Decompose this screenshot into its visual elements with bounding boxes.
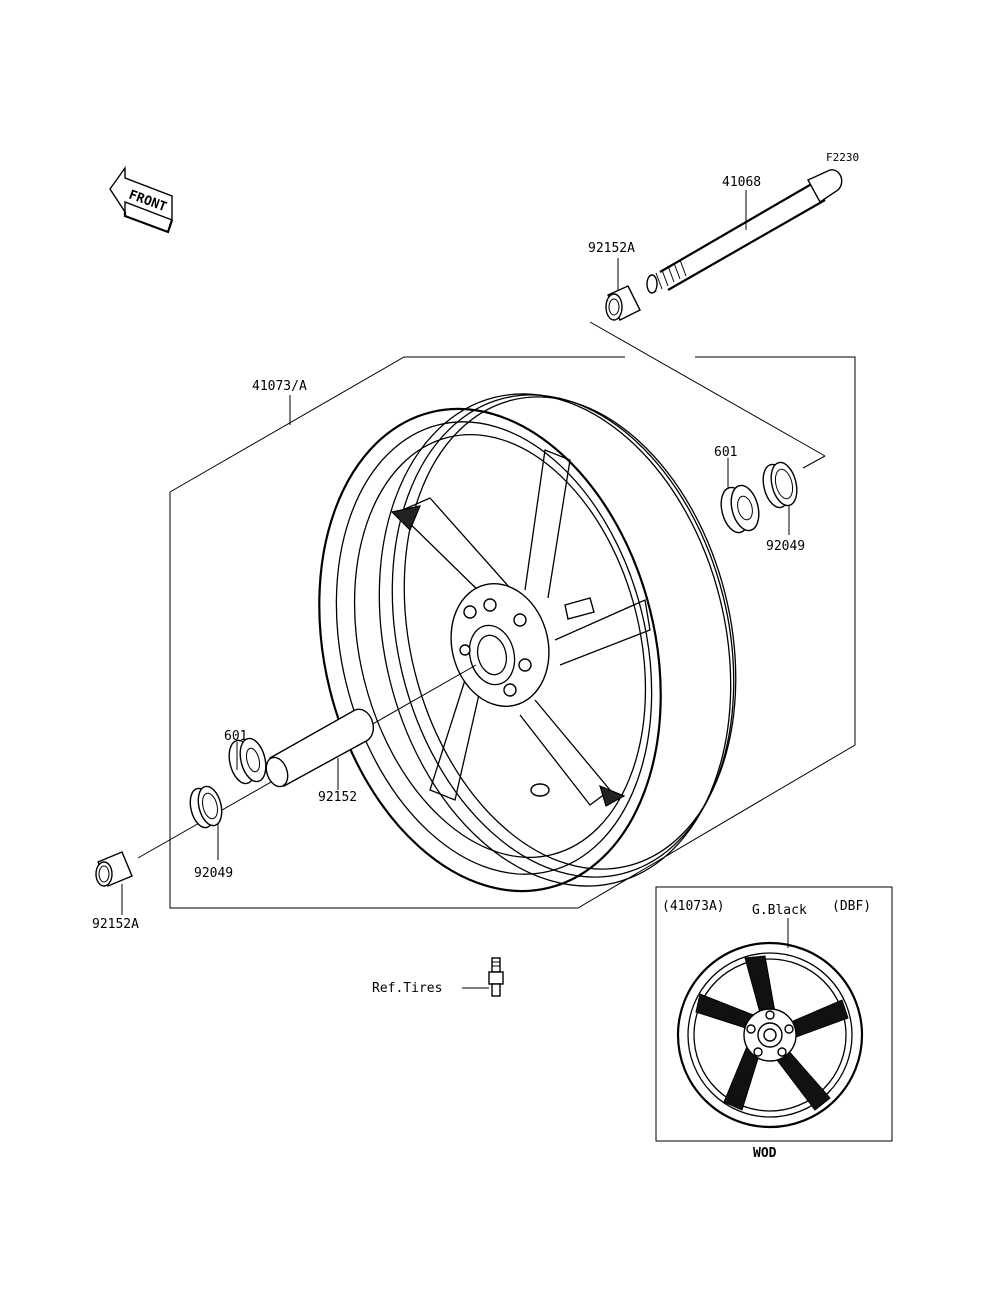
figure-code: F2230 [826, 151, 859, 164]
inset-model-code: WOD [753, 1146, 777, 1161]
label-ref-tires: Ref.Tires [372, 981, 442, 996]
label-axle: 41068 [722, 175, 761, 190]
label-bearing-right: 601 [714, 445, 737, 460]
label-bearing-left: 601 [224, 729, 247, 744]
bearing-left [228, 737, 267, 785]
front-arrow-icon: FRONT [109, 165, 174, 234]
label-wheel: 41073/A [252, 379, 307, 394]
collar-top [605, 285, 641, 321]
label-collar-bottom: 92152A [92, 917, 139, 932]
inset-box [655, 886, 893, 1142]
label-collar-top: 92152A [588, 241, 635, 256]
seal-right [762, 461, 798, 509]
inset-wheel [676, 941, 864, 1129]
inset-color-code: (DBF) [832, 899, 871, 914]
label-seal-left: 92049 [194, 866, 233, 881]
assembly-frame [169, 356, 856, 909]
seal-left [189, 785, 223, 829]
frame-tick [802, 455, 826, 469]
axle-centerline [589, 321, 826, 457]
inset-color: G.Black [752, 903, 807, 918]
valve-stem-icon [488, 957, 504, 997]
label-seal-right: 92049 [766, 539, 805, 554]
collar-bottom [95, 851, 133, 887]
axle-41068 [646, 169, 843, 294]
label-spacer: 92152 [318, 790, 357, 805]
spacer [265, 708, 374, 788]
bearing-right [720, 484, 760, 534]
front-wheel [318, 393, 737, 893]
inset-part-ref: (41073A) [662, 899, 725, 914]
